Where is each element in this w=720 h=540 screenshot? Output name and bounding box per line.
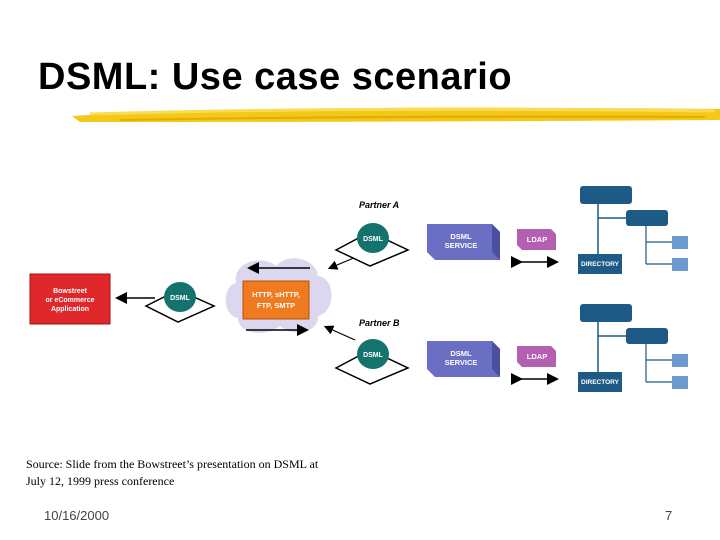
svg-text:DSML: DSML <box>170 295 191 302</box>
directory-tree-a: DIRECTORY <box>578 186 688 274</box>
ldap-box-a: LDAP <box>517 229 556 250</box>
protocols-line2: FTP, SMTP <box>257 301 295 310</box>
partner-a-label: Partner A <box>359 200 399 210</box>
svg-text:DSML: DSML <box>450 232 472 241</box>
page-number: 7 <box>665 508 673 523</box>
protocol-box: HTTP, sHTTP, FTP, SMTP <box>242 280 310 320</box>
app-box-line3: Application <box>51 306 89 313</box>
arrow-partner-b <box>323 325 356 341</box>
svg-text:DIRECTORY: DIRECTORY <box>581 379 620 386</box>
protocols-line1: HTTP, sHTTP, <box>252 290 300 299</box>
svg-text:LDAP: LDAP <box>527 352 547 361</box>
arrow-partner-a <box>327 256 357 270</box>
partner-b-label: Partner B <box>359 318 400 328</box>
dsml-service-box-a: DSML SERVICE <box>427 224 500 260</box>
app-box-line2: or eCommerce <box>45 297 94 304</box>
svg-text:DSML: DSML <box>450 349 472 358</box>
slide-title: DSML: Use case scenario <box>38 56 513 98</box>
svg-text:LDAP: LDAP <box>527 235 547 244</box>
dsml-service-box-b: DSML SERVICE <box>427 341 500 377</box>
yellow-brush-stroke <box>72 107 720 122</box>
svg-text:DIRECTORY: DIRECTORY <box>581 261 620 268</box>
svg-text:DSML: DSML <box>363 352 384 359</box>
source-line-1: Source: Slide from the Bowstreet’s prese… <box>26 457 319 471</box>
dsml-disc-partner-a: DSML <box>334 223 410 267</box>
footer-date: 10/16/2000 <box>44 508 110 523</box>
ldap-box-b: LDAP <box>517 346 556 367</box>
source-caption: Source: Slide from the Bowstreet’s prese… <box>26 456 318 490</box>
source-line-2: July 12, 1999 press conference <box>26 474 175 488</box>
svg-text:SERVICE: SERVICE <box>445 358 478 367</box>
ecommerce-application-box: Bowstreet or eCommerce Application <box>29 273 111 325</box>
svg-text:SERVICE: SERVICE <box>445 241 478 250</box>
app-box-line1: Bowstreet <box>53 288 88 295</box>
svg-text:DSML: DSML <box>363 236 384 243</box>
directory-tree-b: DIRECTORY <box>578 304 688 392</box>
dsml-disc-center: DSML <box>144 282 216 323</box>
dsml-disc-partner-b: DSML <box>334 339 410 385</box>
